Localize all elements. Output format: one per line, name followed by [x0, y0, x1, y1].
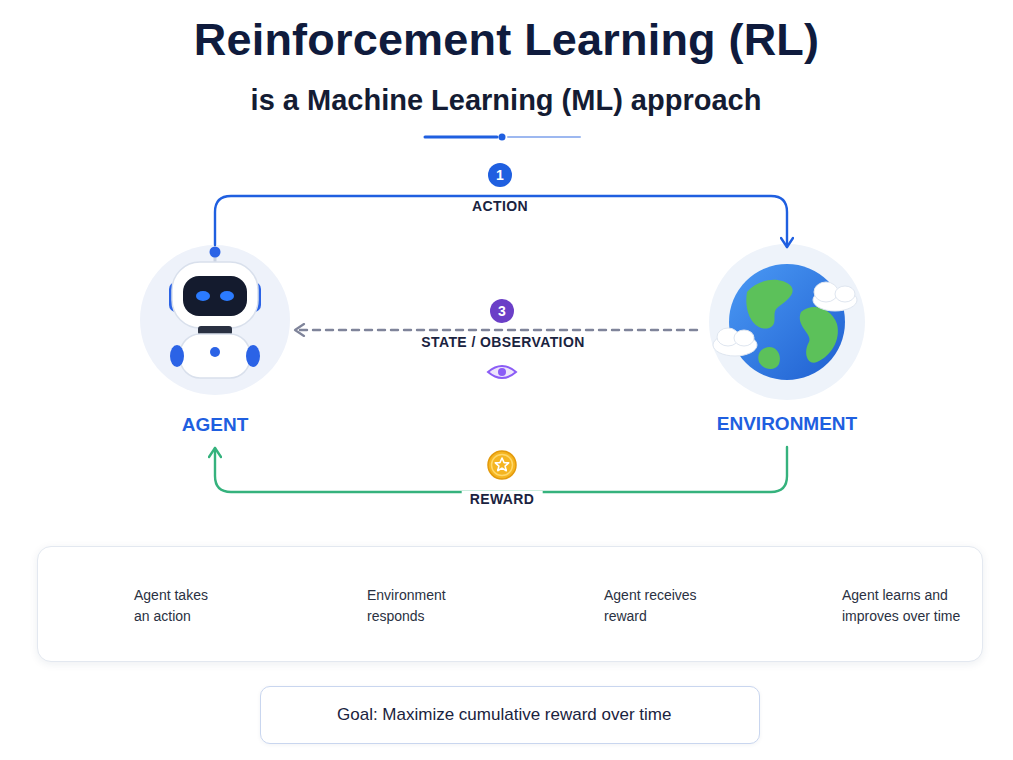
goal-box: Goal: Maximize cumulative reward over ti…: [260, 686, 760, 744]
agent-robot: [169, 247, 261, 379]
environment-node: ENVIRONMENT: [697, 247, 877, 447]
node-label: AGENT: [135, 414, 295, 436]
step-text: Environment responds: [367, 585, 471, 627]
action-arrow: [215, 196, 787, 247]
edge-label: REWARD: [462, 491, 543, 507]
observation-arrow: [295, 329, 697, 331]
cloud: [713, 328, 757, 356]
divider-line: [425, 136, 497, 139]
divider-line: [508, 136, 580, 138]
edge-label: STATE / OBSERVATION: [413, 334, 592, 350]
edge-label: ACTION: [464, 198, 536, 214]
reward-arrow: [215, 447, 787, 492]
environment-backdrop: [709, 244, 865, 400]
callout-number: 1: [488, 163, 512, 187]
step-text: Agent takes an action: [134, 585, 226, 627]
agent-backdrop: [140, 245, 290, 395]
goal-text: Goal: Maximize cumulative reward over ti…: [337, 687, 671, 743]
subtitle: is a Machine Learning (ML) approach: [106, 84, 906, 117]
callout-circle: [488, 163, 512, 187]
eye-icon: [488, 366, 516, 378]
divider-dot: [499, 134, 506, 141]
process-band: Agent takes an action Environment respond…: [37, 546, 983, 662]
diagram-title: Reinforcement Learning (RL): [0, 14, 1013, 66]
step-text: Agent receives reward: [604, 585, 712, 627]
step-text: Agent learns and improves over time: [842, 585, 987, 627]
agent-node: AGENT: [135, 245, 295, 448]
callout-circle: [490, 299, 514, 323]
globe-illustration: [729, 264, 845, 380]
cloud: [813, 282, 857, 311]
reward-coin: [488, 451, 516, 479]
node-label: ENVIRONMENT: [697, 413, 877, 435]
callout-number: 3: [490, 299, 514, 323]
robot-illustration: [169, 247, 261, 379]
